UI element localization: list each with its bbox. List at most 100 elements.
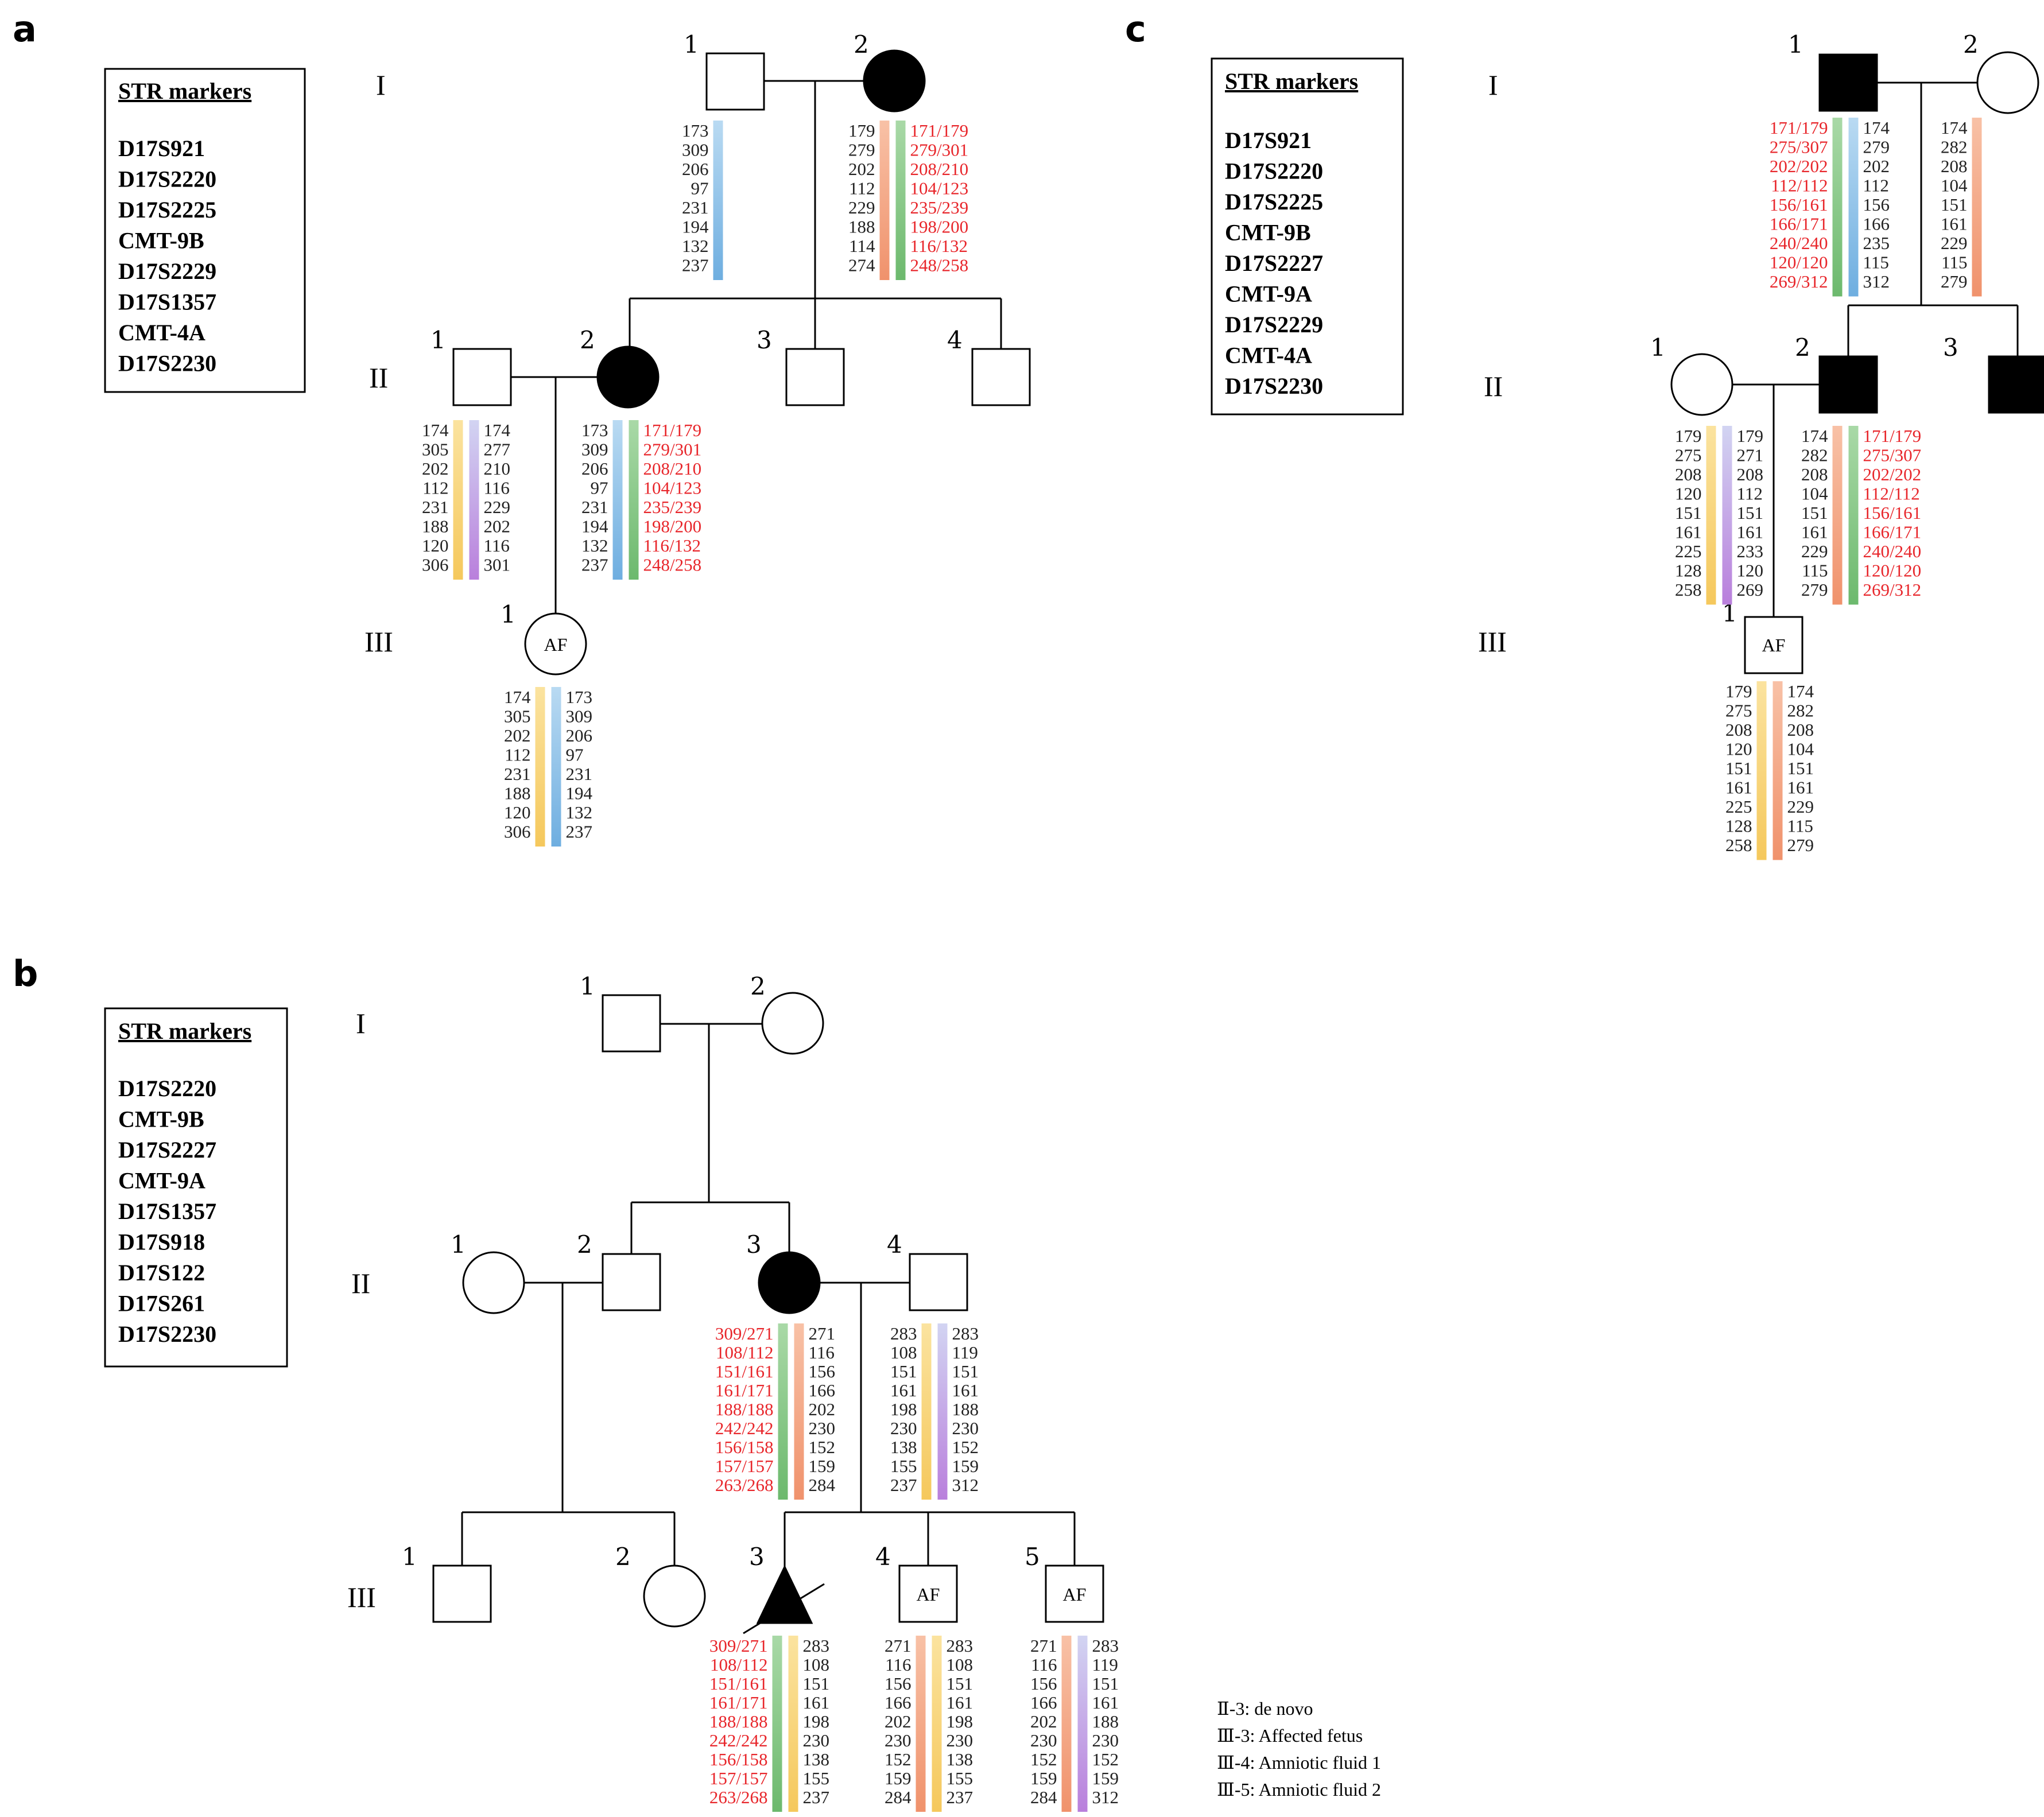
af-label-c-III-1: AF	[1762, 635, 1786, 655]
allele-value: 231	[566, 764, 593, 784]
individual-number-c-I-1: 1	[1788, 30, 1803, 59]
allele-value: 120	[422, 535, 449, 556]
allele-value: 161	[1092, 1692, 1119, 1713]
allele-value: 173	[581, 420, 608, 440]
allele-value: 156/161	[1770, 195, 1828, 215]
pedigree-female-c-I-2	[1976, 51, 2039, 114]
allele-value: 159	[952, 1456, 979, 1476]
haplotype-block-c-I-1: 171/179275/307202/202112/112156/161166/1…	[1770, 118, 1890, 297]
haplotype-block-b-II-4: 2831081511611982301381552372831191511611…	[890, 1323, 979, 1500]
allele-value: 237	[947, 1787, 973, 1807]
haplotype-bar-orange	[1772, 681, 1783, 860]
str-markers-title-a: STR markers	[118, 78, 251, 104]
allele-value: 166	[809, 1380, 836, 1400]
allele-value: 277	[484, 440, 511, 460]
str-marker-name: D17S918	[118, 1229, 205, 1255]
allele-value: 235/239	[910, 197, 969, 218]
haplotype-bar-green	[778, 1323, 788, 1500]
allele-value: 161	[890, 1380, 917, 1400]
allele-value: 309	[682, 140, 709, 160]
allele-value: 132	[581, 535, 608, 556]
haplotype-bar-yellow	[921, 1323, 932, 1500]
allele-value: 174	[484, 420, 511, 440]
allele-value: 188/188	[715, 1399, 774, 1419]
allele-value: 230	[803, 1730, 830, 1750]
allele-value: 138	[947, 1749, 973, 1769]
allele-value: 194	[581, 517, 608, 537]
allele-value: 206	[682, 159, 709, 179]
allele-value: 174	[1787, 681, 1814, 701]
allele-value: 161/171	[709, 1692, 768, 1713]
allele-value: 284	[885, 1787, 912, 1807]
allele-value: 230	[1092, 1730, 1119, 1750]
allele-value: 275/307	[1863, 445, 1922, 465]
individual-number-c-II-2: 2	[1795, 333, 1810, 362]
allele-value: 173	[566, 687, 593, 707]
allele-value: 174	[1863, 118, 1890, 138]
allele-value: 152	[1092, 1749, 1119, 1769]
allele-value: 305	[422, 440, 449, 460]
pedigree-male-a-II-4	[971, 348, 1031, 406]
allele-value: 202	[885, 1711, 912, 1731]
allele-value: 312	[952, 1475, 979, 1495]
allele-value: 235	[1863, 233, 1890, 253]
allele-value: 258	[1725, 835, 1752, 855]
generation-label-a-II: II	[369, 362, 388, 394]
individual-number-b-II-4: 4	[887, 1230, 902, 1259]
str-marker-name: CMT-9B	[118, 228, 204, 254]
individual-number-b-I-2: 2	[750, 972, 766, 1000]
haplotype-block-a-II-2: 17330920697231194132237171/179279/301208…	[581, 420, 701, 580]
allele-value: 119	[1092, 1655, 1118, 1675]
panel-b: b STR markers D17S2220CMT-9BD17S2227CMT-…	[13, 953, 1381, 1800]
str-marker-name: CMT-9A	[1225, 281, 1312, 307]
allele-value: 229	[484, 497, 511, 517]
allele-value: 166/171	[1863, 522, 1922, 542]
allele-value: 161	[1801, 522, 1828, 542]
allele-value: 151	[947, 1674, 973, 1694]
pedigree-female-b-II-1	[462, 1251, 525, 1314]
allele-value: 312	[1863, 271, 1890, 292]
haplotype-bar-green	[1848, 426, 1859, 605]
af-label-b-III-4: AF	[917, 1584, 940, 1605]
haplotype-bar-yellow	[453, 420, 463, 580]
allele-value: 248/258	[910, 255, 969, 275]
allele-value: 202	[1863, 156, 1890, 176]
allele-value: 230	[809, 1418, 836, 1438]
str-marker-name: D17S2220	[118, 166, 216, 192]
allele-value: 202	[848, 159, 875, 179]
allele-value: 161	[1675, 522, 1702, 542]
allele-value: 282	[1941, 137, 1968, 157]
allele-value: 156	[1030, 1674, 1057, 1694]
allele-value: 284	[1030, 1787, 1057, 1807]
allele-value: 208/210	[643, 459, 702, 479]
allele-value: 208/210	[910, 159, 969, 179]
allele-value: 151	[1787, 758, 1814, 778]
allele-value: 237	[682, 255, 709, 275]
pedigree-female-affected-b-II-3	[758, 1251, 821, 1314]
allele-value: 115	[1802, 561, 1828, 581]
allele-value: 210	[484, 459, 511, 479]
generation-label-b-III: III	[347, 1581, 376, 1613]
allele-value: 208	[1675, 464, 1702, 484]
haplotype-bar-green	[629, 420, 639, 580]
pedigree-male-affected-c-II-3	[1988, 355, 2044, 414]
str-marker-name: D17S2229	[1225, 312, 1323, 337]
haplotype-bar-yellow	[1756, 681, 1767, 860]
allele-value: 120	[1675, 484, 1702, 504]
haplotype-block-c-II-1: 1792752081201511612251282581792712081121…	[1675, 426, 1763, 605]
panel-label-c: c	[1125, 8, 1146, 50]
allele-value: 179	[1725, 681, 1752, 701]
haplotype-bar-orange	[794, 1323, 804, 1500]
allele-value: 284	[809, 1475, 836, 1495]
allele-value: 202	[422, 459, 449, 479]
individual-number-b-II-3: 3	[746, 1230, 762, 1259]
haplotype-bar-yellow	[535, 687, 545, 847]
allele-value: 194	[566, 783, 593, 803]
haplotype-bar-orange	[916, 1636, 926, 1812]
allele-value: 116	[809, 1342, 835, 1362]
pedigree-male-a-II-3	[785, 348, 845, 406]
haplotype-bar-blue	[713, 121, 723, 280]
allele-value: 161/171	[715, 1380, 774, 1400]
allele-value: 283	[1092, 1636, 1119, 1656]
haplotype-bar-green	[895, 121, 906, 280]
